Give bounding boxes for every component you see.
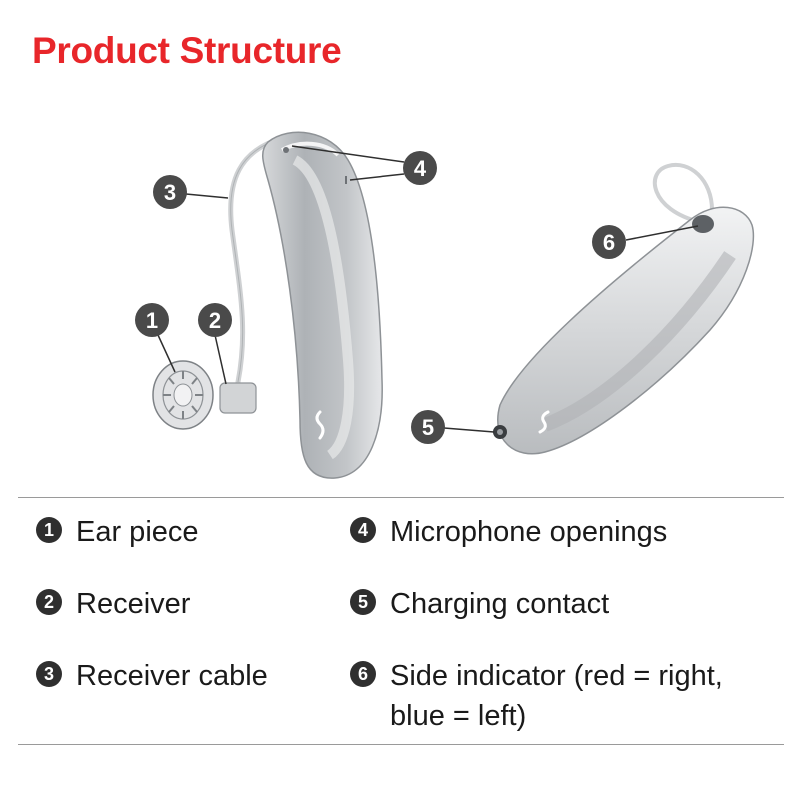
legend-number-badge: 5 (350, 589, 376, 615)
legend-item-ear-piece: 1 Ear piece (36, 512, 199, 552)
callout-6-label: 6 (603, 230, 615, 255)
ear-piece (152, 360, 214, 430)
legend-item-microphone-openings: 4 Microphone openings (350, 512, 667, 552)
hearing-aid-illustration: 1 2 3 4 5 6 (135, 131, 755, 479)
receiver (219, 382, 257, 414)
divider-top (18, 497, 784, 498)
right-device-body (497, 206, 755, 455)
legend-number-badge: 1 (36, 517, 62, 543)
legend-label: Microphone openings (390, 516, 668, 548)
legend-number-badge: 4 (350, 517, 376, 543)
legend-item-receiver-cable: 3 Receiver cable (36, 656, 268, 696)
divider-bottom (18, 744, 784, 745)
callout-2-label: 2 (209, 308, 221, 333)
callout-2: 2 (198, 303, 232, 337)
callout-5: 5 (411, 410, 445, 444)
legend-label: Charging contact (390, 588, 610, 620)
callout-1: 1 (135, 303, 169, 337)
legend-number-badge: 3 (36, 661, 62, 687)
callout-4: 4 (403, 151, 437, 185)
legend-label: Side indicator (red = right, blue = left… (390, 660, 723, 732)
callout-6: 6 (592, 225, 626, 259)
callout-4-label: 4 (414, 156, 427, 181)
microphone-opening (283, 147, 289, 153)
callout-3: 3 (153, 175, 187, 209)
legend-item-receiver: 2 Receiver (36, 584, 190, 624)
callout-3-label: 3 (164, 180, 176, 205)
legend-number-badge: 6 (350, 661, 376, 687)
legend-label: Ear piece (76, 516, 199, 548)
legend-label: Receiver (76, 588, 191, 620)
side-indicator (692, 215, 714, 233)
callout-5-label: 5 (422, 415, 434, 440)
legend-item-side-indicator: 6 Side indicator (red = right, blue = le… (350, 656, 780, 736)
page-title: Product Structure (32, 30, 342, 71)
microphone-opening (345, 176, 347, 184)
legend-label: Receiver cable (76, 660, 268, 692)
legend-item-charging-contact: 5 Charging contact (350, 584, 609, 624)
legend-number-badge: 2 (36, 589, 62, 615)
callout-1-label: 1 (146, 308, 158, 333)
